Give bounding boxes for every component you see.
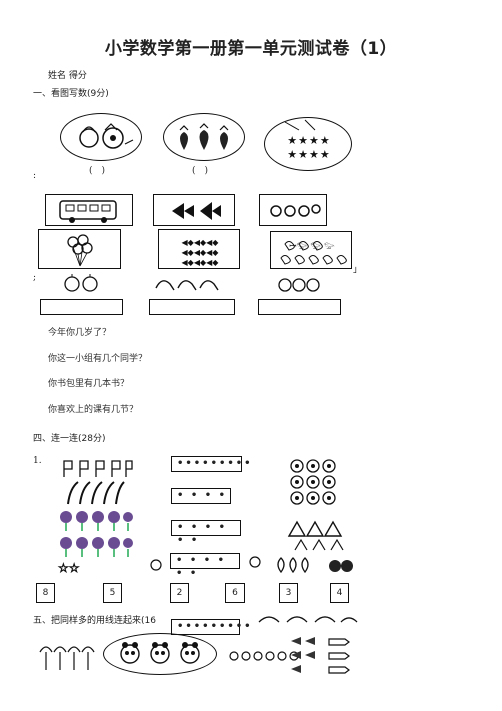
duck-icon: ꟷ𓅰 𓅰 𓅰: [280, 241, 347, 265]
dot-row-4: • • • • • •: [170, 553, 240, 579]
strawberry-icon: [179, 123, 229, 150]
page-title: 小学数学第一册第一单元测试卷（1）: [104, 39, 398, 59]
question-4: 你喜欢上的课有几节？: [48, 405, 139, 415]
svg-text:☆☆: ☆☆: [58, 561, 80, 575]
svg-text:◀◆◀◆◀◆: ◀◆◀◆◀◆: [182, 258, 220, 267]
panda-icon: [120, 642, 200, 664]
answer-box-2[interactable]: [149, 299, 235, 315]
svg-text:★★★★: ★★★★: [287, 134, 330, 147]
answer-box-1[interactable]: [40, 299, 123, 315]
ellipse-animals: [60, 113, 142, 161]
small-fruit-icon: [249, 556, 261, 568]
fish-cluster-icon: [291, 637, 315, 673]
ellipse-stars: ★★★★ ★★★★: [264, 117, 352, 171]
ellipse-strawberries: [163, 113, 245, 161]
dot-row-5: •••••••••: [171, 619, 251, 635]
banana-icon: [67, 481, 125, 505]
rooster-icon: [155, 280, 219, 291]
dot-row-2: • • • •: [171, 488, 231, 504]
leaf-row-icon: [258, 616, 358, 623]
number-card-3[interactable]: 3: [279, 583, 298, 603]
pear-icon: [278, 278, 320, 292]
number-card-8[interactable]: 8: [36, 583, 55, 603]
box-flowers: [259, 194, 327, 226]
svg-text:★★★★: ★★★★: [287, 148, 330, 161]
section-5-heading: 五、把同样多的用线连起来(16: [33, 616, 156, 626]
ellipse-pandas: [103, 633, 217, 675]
section-1-heading: 一、看图写数(9分): [33, 89, 109, 99]
umbrella-icon: [39, 646, 95, 670]
question-2: 你这一小组有几个同学？: [48, 354, 148, 364]
sunflower-icon: [290, 459, 336, 505]
fish-icon: [172, 202, 221, 220]
name-score-line: 姓名 得分: [48, 71, 87, 81]
question-3: 你书包里有几本书？: [48, 379, 130, 389]
apple-icon: [64, 274, 98, 292]
flag-icon: [63, 460, 133, 477]
svg-text:ꟷ𓅰 𓅰 𓅰: ꟷ𓅰 𓅰 𓅰: [289, 242, 335, 252]
paren-answer-2[interactable]: ( ): [192, 166, 209, 176]
svg-text:◀◆◀◆◀◆: ◀◆◀◆◀◆: [182, 238, 220, 247]
small-star-icon: ☆☆: [58, 561, 80, 576]
edge-mark-2: ;: [33, 273, 37, 283]
number-card-2[interactable]: 2: [170, 583, 189, 603]
bug-row-icon: [229, 651, 299, 661]
edge-mark-1: :: [33, 171, 37, 181]
grape-flower-icon: [60, 511, 133, 557]
number-card-5[interactable]: 5: [103, 583, 122, 603]
flower-icon: [270, 204, 321, 217]
item-1-label: 1.: [33, 456, 42, 466]
answer-box-3[interactable]: [258, 299, 341, 315]
section-4-heading: 四、连一连(28分): [33, 434, 106, 444]
fruit-cluster-icon: [277, 557, 353, 574]
question-1: 今年你几岁了？: [48, 328, 112, 338]
number-card-6[interactable]: 6: [225, 583, 245, 603]
dot-row-1: •••••••••: [171, 456, 251, 472]
bus-icon: [59, 200, 117, 223]
animals-icon: [79, 123, 134, 149]
small-apple-icon: [150, 559, 162, 571]
box-balloons: [38, 229, 121, 269]
svg-text:◀◆◀◆◀◆: ◀◆◀◆◀◆: [182, 248, 220, 257]
paren-answer-1[interactable]: ( ): [89, 166, 106, 176]
number-card-4[interactable]: 4: [330, 583, 349, 603]
pencil-icon: [328, 638, 350, 674]
box-bus: [45, 194, 133, 226]
star-icon: ★★★★ ★★★★: [284, 119, 330, 161]
box-small-fish: ◀◆◀◆◀◆ ◀◆◀◆◀◆ ◀◆◀◆◀◆: [158, 229, 240, 269]
balloon-icon: [67, 234, 93, 267]
dot-row-3: • • • • • •: [171, 520, 241, 546]
box-ducks: ꟷ𓅰 𓅰 𓅰: [270, 231, 352, 269]
triangle-icon: [287, 520, 344, 551]
small-fish-icon: ◀◆◀◆◀◆ ◀◆◀◆◀◆ ◀◆◀◆◀◆: [182, 238, 220, 267]
edge-mark-3: 」: [353, 265, 363, 275]
box-fish: [153, 194, 235, 226]
